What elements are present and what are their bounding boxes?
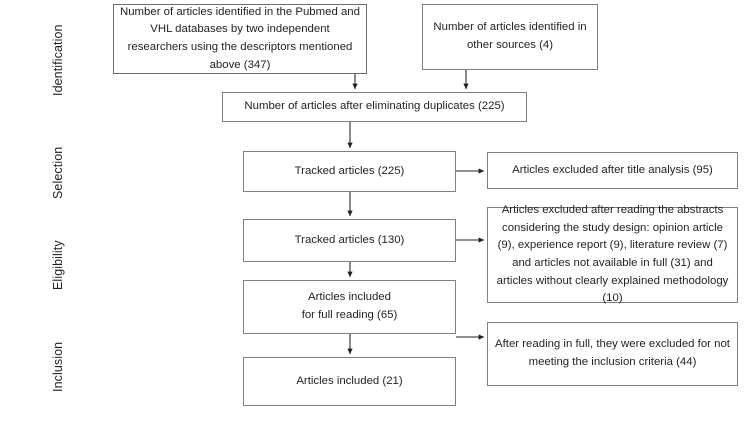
- box-articles-included-text: Articles included (21): [296, 374, 403, 387]
- box-excluded-after-abstracts-text: Articles excluded after reading the abst…: [496, 203, 729, 305]
- box-tracked-articles-130-text: Tracked articles (130): [294, 233, 405, 246]
- box-after-duplicates-text: Number of articles after eliminating dup…: [244, 100, 505, 113]
- box-excluded-after-title-analysis: Articles excluded after title analysis (…: [487, 152, 738, 189]
- box-identified-databases-text: Number of articles identified in the Pub…: [120, 5, 360, 71]
- box-excluded-after-full-reading: After reading in full, they were exclude…: [487, 322, 738, 386]
- box-included-for-full-reading-text: Articles included for full reading (65): [301, 291, 398, 321]
- stage-label-selection: Selection: [51, 146, 65, 199]
- box-excluded-after-full-reading-text: After reading in full, they were exclude…: [495, 338, 730, 368]
- box-excluded-after-title-analysis-text: Articles excluded after title analysis (…: [512, 163, 713, 176]
- box-identified-other-sources-text: Number of articles identified in other s…: [433, 21, 587, 51]
- stage-label-eligibility: Eligibility: [51, 240, 65, 290]
- box-identified-other-sources: Number of articles identified in other s…: [422, 4, 598, 70]
- box-tracked-articles-225-text: Tracked articles (225): [294, 164, 405, 177]
- box-included-for-full-reading: Articles included for full reading (65): [243, 280, 456, 334]
- stage-label-inclusion: Inclusion: [51, 341, 65, 392]
- box-excluded-after-abstracts: Articles excluded after reading the abst…: [487, 204, 738, 304]
- stage-label-identification: Identification: [51, 24, 65, 96]
- box-identified-databases: Number of articles identified in the Pub…: [113, 4, 367, 74]
- box-tracked-articles-130: Tracked articles (130): [243, 219, 456, 262]
- box-articles-included: Articles included (21): [243, 357, 456, 406]
- box-tracked-articles-225: Tracked articles (225): [243, 151, 456, 192]
- box-after-duplicates: Number of articles after eliminating dup…: [222, 92, 527, 122]
